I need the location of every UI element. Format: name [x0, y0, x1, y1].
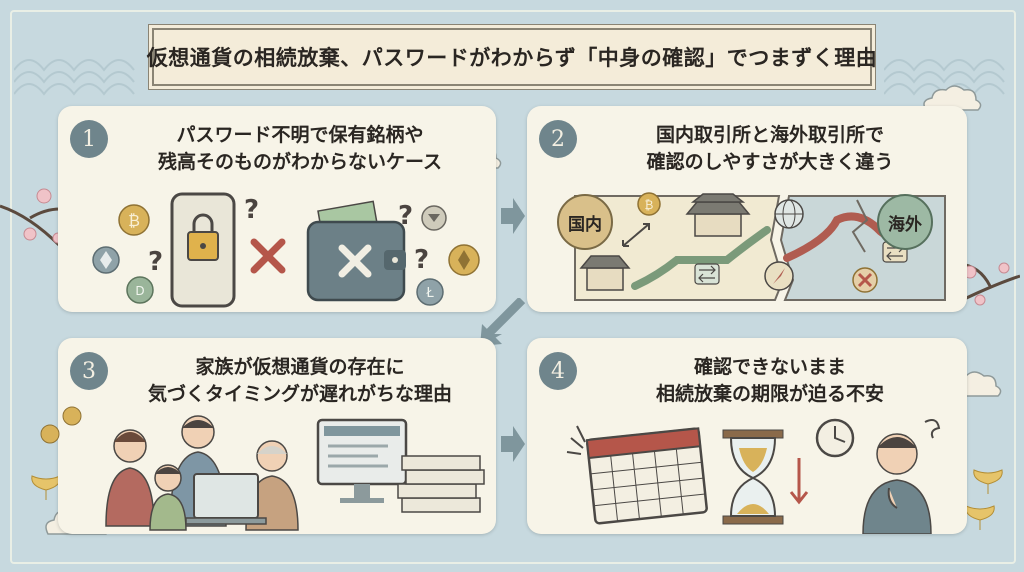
panel-heading-line-2: 確認のしやすさが大きく違う	[646, 151, 894, 173]
question-mark-icon: ?	[244, 195, 259, 225]
bitcoin-coin-icon: ₿	[118, 204, 150, 236]
step-number-badge: 1	[70, 120, 108, 158]
hourglass-icon	[722, 429, 784, 525]
document-stack-icon	[397, 455, 485, 513]
worried-man-icon	[862, 433, 932, 534]
panel-3-illustration	[105, 415, 485, 531]
woman-icon	[105, 429, 155, 527]
step-number-badge: 4	[539, 352, 577, 390]
panel-heading-line-2: 気づくタイミングが遅れがちな理由	[147, 383, 452, 405]
question-mark-icon: ?	[398, 201, 413, 231]
dash-coin-icon: D	[126, 276, 154, 304]
ginkgo-leaf-icon	[31, 475, 61, 500]
crypto-coin-icon	[421, 205, 447, 231]
page-title: 仮想通貨の相続放棄、パスワードがわからず「中身の確認」でつまずく理由	[146, 46, 878, 70]
wave-pattern-left	[14, 59, 135, 96]
step-number-badge: 3	[70, 352, 108, 390]
panel-heading-line-1: 確認できないまま	[693, 356, 846, 378]
ginkgo-leaf-icon	[973, 469, 1003, 494]
japanese-house-icon	[579, 255, 631, 291]
panel-heading-line-1: 国内取引所と海外取引所で	[655, 124, 884, 146]
bitcoin-coin-icon: ₿	[637, 192, 661, 216]
down-arrow-icon	[789, 458, 809, 505]
panel-heading-line-2: 相続放棄の期限が迫る不安	[655, 383, 884, 405]
alert-lines	[566, 425, 586, 455]
panel-2: 2 国内取引所と海外取引所で 確認のしやすさが大きく違う ₿ 国内 海外	[527, 106, 967, 312]
crack-line	[851, 199, 869, 253]
svg-text:Ł: Ł	[425, 286, 434, 301]
ginkgo-leaf-icon	[965, 505, 995, 530]
compass-icon	[764, 261, 794, 291]
calendar-icon	[585, 427, 708, 525]
smartphone-lock-icon	[170, 192, 236, 308]
flow-arrow-right	[501, 198, 525, 234]
panel-4-illustration	[566, 418, 941, 534]
red-cross-icon	[250, 238, 286, 274]
worry-scribble-icon	[924, 419, 941, 439]
child-icon	[149, 464, 187, 531]
step-number-badge: 2	[539, 120, 577, 158]
panel-heading: 確認できないまま 相続放棄の期限が迫る不安	[587, 354, 953, 408]
svg-text:₿: ₿	[645, 198, 654, 212]
panel-heading: 家族が仮想通貨の存在に 気づくタイミングが遅れがちな理由	[118, 354, 482, 408]
panel-heading: 国内取引所と海外取引所で 確認のしやすさが大きく違う	[587, 122, 953, 176]
cloud-icon	[923, 85, 982, 111]
panel-4: 4 確認できないまま 相続放棄の期限が迫る不安	[527, 338, 967, 534]
exchange-arrows-icon	[622, 223, 650, 247]
globe-icon	[774, 199, 804, 229]
question-mark-icon: ?	[414, 245, 429, 275]
computer-monitor-icon	[316, 418, 408, 503]
panel-heading-line-1: 家族が仮想通貨の存在に	[195, 356, 405, 378]
title-banner: 仮想通貨の相続放棄、パスワードがわからず「中身の確認」でつまずく理由	[147, 28, 877, 86]
japanese-building-icon	[685, 193, 751, 237]
page-frame	[10, 10, 1016, 564]
red-cross-coin-icon	[852, 267, 878, 293]
laptop-icon	[185, 473, 267, 525]
ethereum-coin-icon	[448, 244, 480, 276]
panel-heading-line-2: 残高そのものがわからないケース	[157, 151, 443, 173]
svg-text:D: D	[135, 284, 144, 298]
litecoin-coin-icon: Ł	[416, 278, 444, 306]
panel-1: 1 パスワード不明で保有銘柄や 残高そのものがわからないケース ₿ D ? ?	[58, 106, 496, 312]
svg-text:₿: ₿	[128, 211, 140, 230]
panel-heading-line-1: パスワード不明で保有銘柄や	[176, 124, 424, 146]
panel-heading: パスワード不明で保有銘柄や 残高そのものがわからないケース	[118, 122, 482, 176]
overseas-label: 海外	[877, 194, 933, 250]
exchange-icon	[694, 263, 720, 285]
question-mark-icon: ?	[148, 247, 163, 277]
gold-coins-icon	[40, 406, 82, 444]
wallet-icon	[306, 200, 406, 302]
domestic-label: 国内	[557, 194, 613, 250]
clock-icon	[815, 418, 855, 458]
flow-arrow-right	[501, 426, 525, 462]
panel-1-illustration: ₿ D ? ? ? ?	[92, 192, 480, 308]
ethereum-coin-icon	[92, 246, 120, 274]
panel-3: 3 家族が仮想通貨の存在に 気づくタイミングが遅れがちな理由	[58, 338, 496, 534]
